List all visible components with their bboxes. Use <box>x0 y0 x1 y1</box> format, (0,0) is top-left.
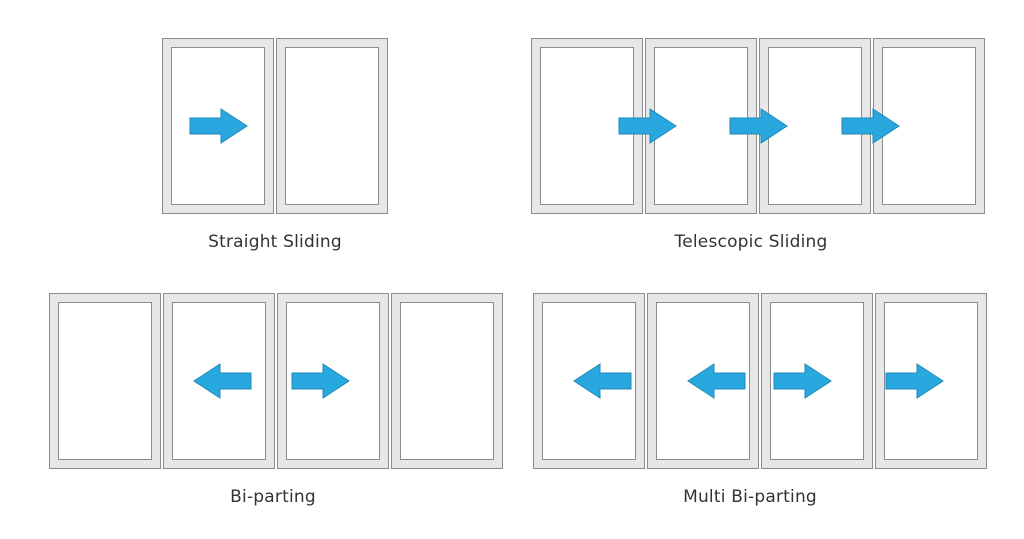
arrow-right-icon <box>291 363 350 399</box>
diagram-label: Telescopic Sliding <box>674 232 828 252</box>
arrow-left-icon <box>573 363 632 399</box>
arrow-right-icon <box>729 108 788 144</box>
glass-pane <box>58 302 152 460</box>
arrow-right-icon <box>618 108 677 144</box>
glass-pane <box>400 302 494 460</box>
diagram-label: Multi Bi-parting <box>683 487 817 507</box>
arrow-right-icon <box>773 363 832 399</box>
door-panel <box>49 293 161 469</box>
door-panel <box>162 38 274 214</box>
arrow-right-icon <box>189 108 248 144</box>
arrow-left-icon <box>193 363 252 399</box>
arrow-right-icon <box>841 108 900 144</box>
glass-pane <box>285 47 379 205</box>
arrow-left-icon <box>687 363 746 399</box>
arrow-right-icon <box>885 363 944 399</box>
diagram-label: Straight Sliding <box>208 232 342 252</box>
diagram-label: Bi-parting <box>230 487 316 507</box>
door-panel <box>391 293 503 469</box>
door-panel <box>276 38 388 214</box>
